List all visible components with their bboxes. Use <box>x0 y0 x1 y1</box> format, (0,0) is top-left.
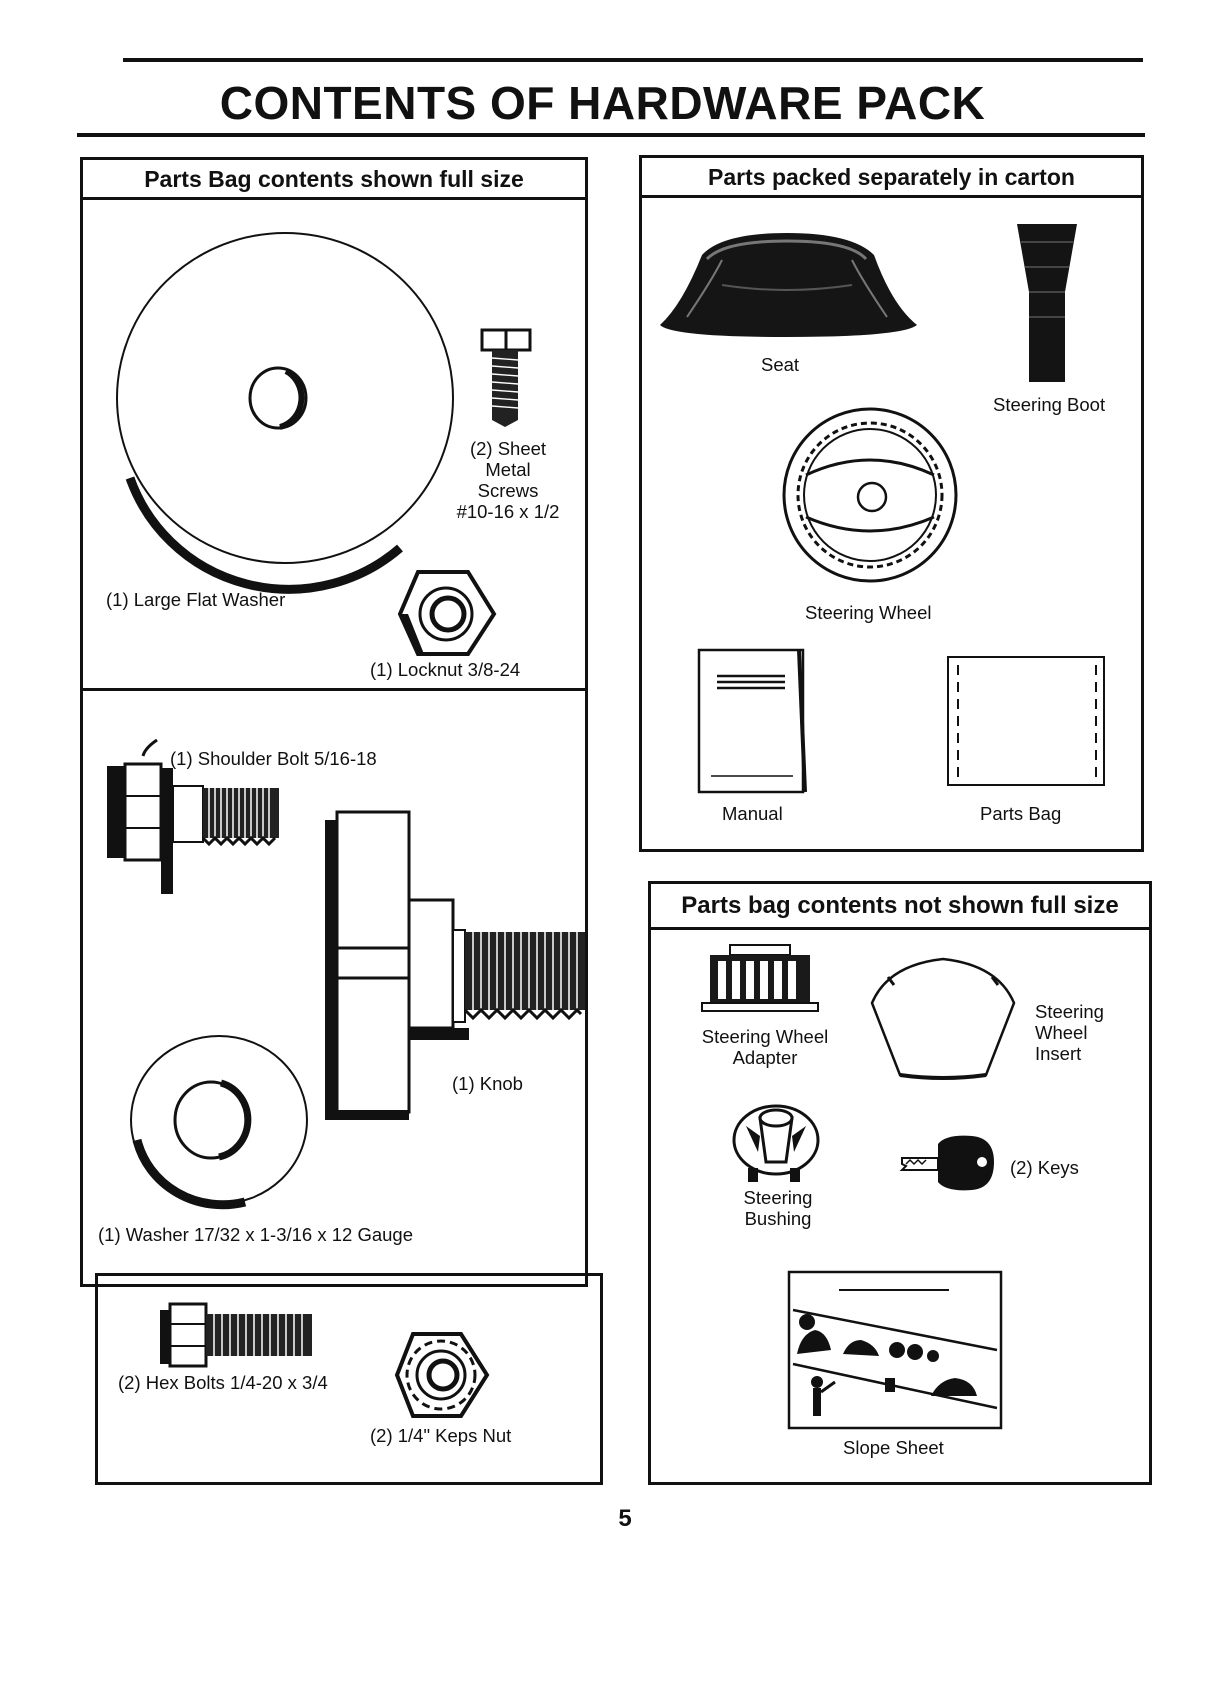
sheet-metal-screws-line-4: #10-16 x 1/2 <box>456 501 560 522</box>
steering-bushing-label: Steering Bushing <box>718 1187 838 1229</box>
steering-wheel-adapter-line-2: Adapter <box>732 1047 798 1068</box>
manual-icon <box>697 648 807 794</box>
steering-wheel-insert-icon <box>870 957 1016 1080</box>
panel-divider-1 <box>83 688 585 691</box>
sheet-metal-screws-line-1: (2) Sheet <box>469 438 547 459</box>
sheet-metal-screws-label: (2) Sheet Metal Screws #10-16 x 1/2 <box>448 438 568 522</box>
parts-carton-panel: Parts packed separately in carton <box>639 155 1144 852</box>
slope-sheet-label: Slope Sheet <box>843 1437 944 1458</box>
knob-label: (1) Knob <box>452 1073 523 1094</box>
steering-wheel-adapter-icon <box>701 944 819 1012</box>
large-flat-washer-icon <box>116 232 454 594</box>
steering-wheel-adapter-label: Steering Wheel Adapter <box>690 1026 840 1068</box>
sheet-metal-screw-icon <box>480 328 532 427</box>
parts-bag-not-full-size-header: Parts bag contents not shown full size <box>651 884 1149 930</box>
steering-wheel-icon <box>782 407 958 583</box>
steering-boot-icon <box>1017 224 1077 382</box>
parts-bag-full-size-panel: Parts Bag contents shown full size <box>80 157 588 1287</box>
parts-bag-not-full-size-panel: Parts bag contents not shown full size <box>648 881 1152 1485</box>
knob-icon <box>325 810 585 1120</box>
parts-carton-header: Parts packed separately in carton <box>642 158 1141 198</box>
title-underline <box>77 133 1145 137</box>
keys-label: (2) Keys <box>1010 1157 1079 1178</box>
steering-wheel-insert-line-1: Steering <box>1035 1001 1104 1022</box>
sheet-metal-screws-line-3: Screws <box>477 480 539 501</box>
shoulder-bolt-icon <box>107 738 279 894</box>
page-number: 5 <box>618 1505 632 1532</box>
washer-label: (1) Washer 17/32 x 1-3/16 x 12 Gauge <box>98 1224 414 1245</box>
page-title: CONTENTS OF HARDWARE PACK <box>219 77 986 129</box>
parts-bag-icon <box>947 656 1105 786</box>
large-flat-washer-label: (1) Large Flat Washer <box>106 589 286 610</box>
parts-bag-label: Parts Bag <box>980 803 1062 824</box>
steering-wheel-insert-line-3: Insert <box>1035 1043 1082 1064</box>
slope-sheet-icon <box>787 1270 1003 1430</box>
seat-label: Seat <box>761 354 800 375</box>
parts-bag-bottom-section <box>95 1273 603 1485</box>
sheet-metal-screws-line-2: Metal <box>485 459 531 480</box>
parts-bag-full-size-header: Parts Bag contents shown full size <box>83 160 585 200</box>
steering-bushing-line-2: Bushing <box>744 1208 812 1229</box>
steering-wheel-insert-label: Steering Wheel Insert <box>1035 1001 1104 1064</box>
hex-bolt-icon <box>160 1302 312 1368</box>
keps-nut-label: (2) 1/4" Keps Nut <box>370 1425 512 1446</box>
keps-nut-icon <box>394 1332 490 1418</box>
hex-bolts-label: (2) Hex Bolts 1/4-20 x 3/4 <box>118 1372 328 1393</box>
steering-bushing-icon <box>732 1104 820 1182</box>
shoulder-bolt-label: (1) Shoulder Bolt 5/16-18 <box>170 748 377 769</box>
key-icon <box>899 1135 994 1191</box>
steering-boot-label: Steering Boot <box>993 394 1106 415</box>
steering-wheel-insert-line-2: Wheel <box>1035 1022 1088 1043</box>
steering-wheel-adapter-line-1: Steering Wheel <box>701 1026 829 1047</box>
locknut-icon <box>397 570 497 656</box>
top-rule <box>123 58 1143 62</box>
manual-label: Manual <box>722 803 783 824</box>
steering-bushing-line-1: Steering <box>743 1187 813 1208</box>
steering-wheel-label: Steering Wheel <box>805 602 932 623</box>
seat-icon <box>660 233 917 337</box>
washer-icon <box>130 1035 308 1210</box>
locknut-label: (1) Locknut 3/8-24 <box>370 659 521 680</box>
